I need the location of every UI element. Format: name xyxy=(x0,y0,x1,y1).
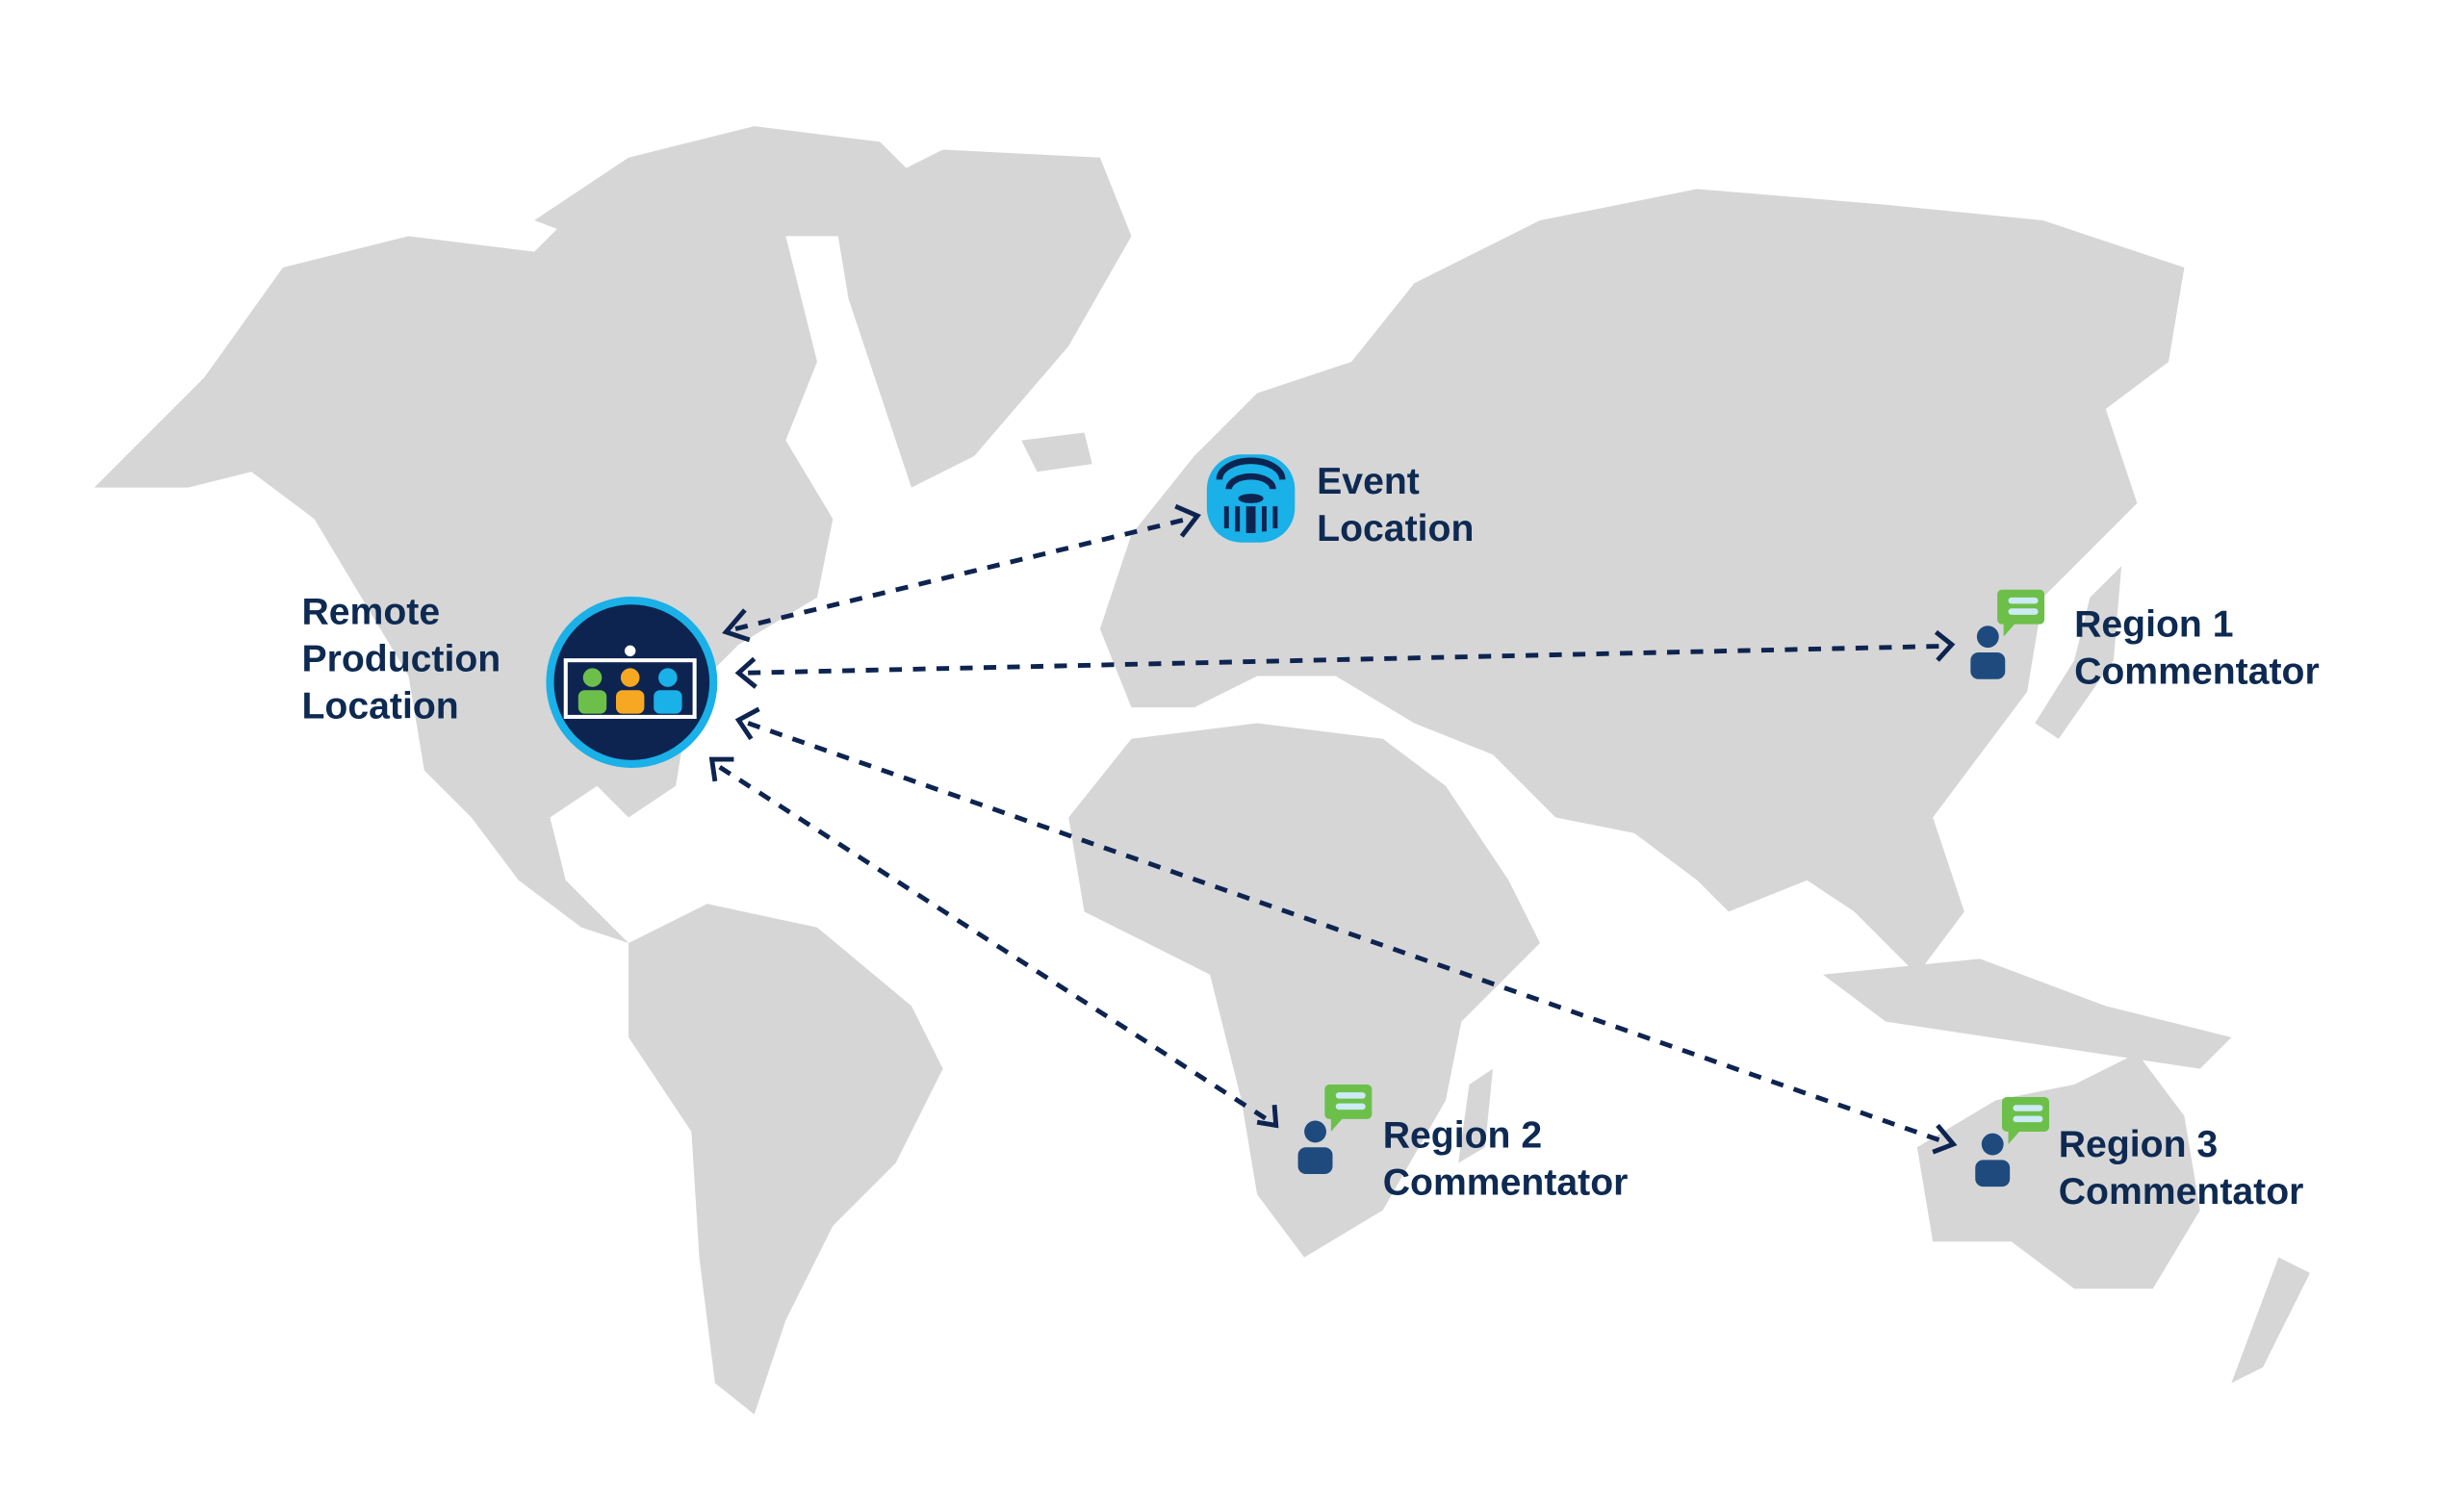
africa xyxy=(1068,723,1540,1258)
remote-production-label: Remote Production Location xyxy=(301,592,500,727)
svg-text:Remote: Remote xyxy=(301,592,440,633)
link-remote-event xyxy=(722,503,1201,643)
region2-label: Region 2 Commentator xyxy=(1383,1114,1629,1203)
link-remote-region3 xyxy=(734,706,1958,1155)
greenland xyxy=(833,149,1132,488)
svg-text:Commentator: Commentator xyxy=(2059,1171,2304,1212)
arctic-islands xyxy=(534,126,928,268)
madagascar xyxy=(1458,1068,1494,1163)
connections xyxy=(708,503,1958,1155)
svg-text:Region 3: Region 3 xyxy=(2059,1124,2218,1165)
iceland xyxy=(1021,432,1092,472)
world-map xyxy=(93,126,2310,1415)
south-america xyxy=(629,904,943,1415)
link-remote-region1 xyxy=(734,629,1956,689)
svg-text:Region 1: Region 1 xyxy=(2074,604,2233,646)
southeast-asia-islands xyxy=(1822,958,2232,1069)
japan xyxy=(2035,566,2122,739)
svg-text:Location: Location xyxy=(301,686,458,727)
link-remote-region2 xyxy=(708,756,1279,1129)
new-zealand xyxy=(2231,1257,2310,1384)
video-conference-icon xyxy=(546,597,718,769)
svg-text:Commentator: Commentator xyxy=(1383,1161,1629,1203)
north-america xyxy=(93,173,834,944)
svg-text:Event: Event xyxy=(1317,461,1420,502)
australia xyxy=(1916,1053,2200,1289)
region1-label: Region 1 Commentator xyxy=(2074,604,2320,693)
svg-text:Production: Production xyxy=(301,639,500,680)
svg-text:Location: Location xyxy=(1317,508,1474,549)
stadium-icon xyxy=(1206,454,1296,543)
svg-text:Commentator: Commentator xyxy=(2074,651,2320,693)
region3-label: Region 3 Commentator xyxy=(2059,1124,2304,1212)
event-location-label: Event Location xyxy=(1317,461,1474,549)
eurasia xyxy=(1099,189,2185,975)
svg-text:Region 2: Region 2 xyxy=(1383,1114,1542,1156)
